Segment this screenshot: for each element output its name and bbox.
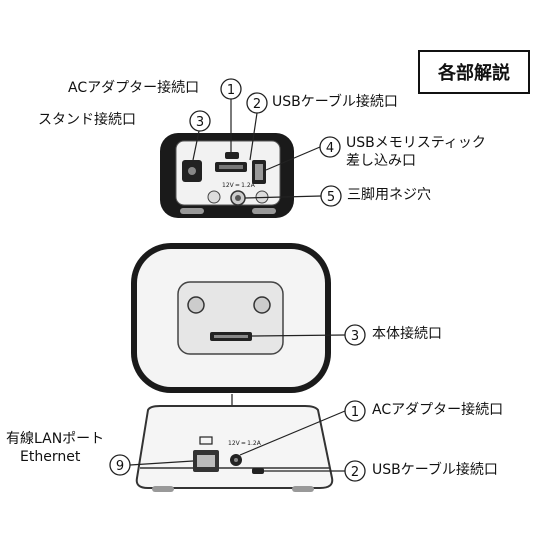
label-ethernet: Ethernet (20, 449, 81, 465)
label-base-ac-port: ACアダプター接続口 (372, 402, 504, 418)
callout-number: 1 (351, 405, 359, 420)
label-usb-cable-port: ACアダプター接続口 (68, 80, 200, 96)
callout-circles: 1 2 3 4 5 3 1 2 9 (109, 78, 366, 482)
device-stand-view: 12V ═ 1.2A (135, 405, 334, 492)
label-usb-memory-stick: USBメモリスティック (346, 135, 486, 151)
callout-number: 3 (351, 329, 359, 344)
usb-mini-port-icon (225, 152, 239, 159)
callout-number: 4 (326, 141, 334, 156)
callout-number: 2 (351, 465, 359, 480)
callout-number: 9 (116, 459, 124, 474)
label-ac-adapter-port: スタンド接続口 (38, 112, 136, 128)
label-base-usb-port: USBケーブル接続口 (372, 462, 498, 478)
device-body-view (131, 243, 331, 393)
label-lan-port: 有線LANポート (6, 431, 105, 447)
callout-number: 3 (196, 115, 204, 130)
base-power-marking: 12V ═ 1.2A (228, 440, 262, 447)
callout-number: 5 (327, 190, 335, 205)
label-tripod-hole: 三脚用ネジ穴 (347, 187, 431, 203)
leader-lines (129, 99, 346, 472)
section-title: 各部解説 (418, 50, 530, 94)
base-usb-port-icon (252, 468, 264, 474)
callout-number: 2 (253, 97, 261, 112)
callout-number: 1 (227, 83, 235, 98)
label-stand-port: USBケーブル接続口 (272, 94, 398, 110)
rear-power-marking: 12V ═ 1.2A (222, 182, 256, 189)
lan-icon (199, 436, 213, 445)
label-usb-memory-stick-slot: 差し込み口 (346, 153, 416, 169)
device-rear-view: 12V ═ 1.2A (160, 133, 294, 218)
label-body-connector: 本体接続口 (372, 326, 442, 342)
